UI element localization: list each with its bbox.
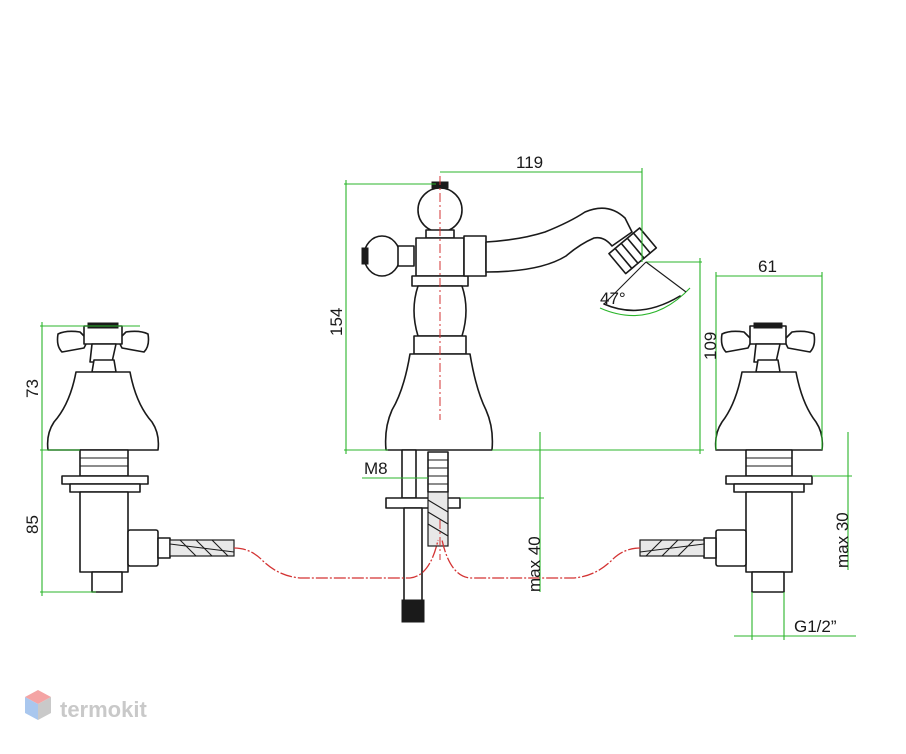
dim-spout-outlet-height: 109 (701, 332, 720, 360)
left-hose-path (233, 539, 439, 579)
right-valve-outlet-nut (639, 529, 747, 567)
swivel-arc (603, 295, 681, 312)
dim-connection-thread: G1/2” (794, 617, 837, 636)
spout-bell (384, 353, 494, 451)
left-valve-shank (61, 449, 149, 593)
right-cross-handle (720, 322, 816, 373)
spout-fixing (385, 449, 461, 623)
dimension-lines (40, 168, 856, 640)
left-valve (46, 322, 235, 593)
dim-stud-thread: M8 (364, 459, 388, 478)
spout-pipe (463, 207, 658, 277)
termokit-logo-icon (25, 690, 51, 720)
right-valve (639, 322, 824, 593)
spout-side-knob (361, 235, 415, 277)
termokit-logo: termokit (25, 690, 147, 722)
dim-left-valve-height: 73 (23, 379, 42, 398)
dim-handle-width: 61 (758, 257, 777, 276)
left-valve-bell (46, 371, 160, 451)
dim-swivel-angle: 47° (600, 289, 626, 308)
left-cross-handle (56, 322, 150, 373)
right-hose-path (441, 539, 641, 579)
dim-spout-shank-max: max 40 (525, 536, 544, 592)
dimension-labels: 119 61 154 109 73 85 max 40 max 30 M8 G1… (23, 153, 852, 636)
dim-spout-height-total: 154 (327, 308, 346, 336)
right-valve-bell (714, 371, 824, 451)
dim-spout-reach: 119 (516, 153, 543, 172)
spout-aerator (608, 227, 658, 275)
left-valve-outlet-nut (127, 529, 235, 567)
termokit-logo-text: termokit (60, 697, 147, 722)
central-spout (361, 181, 658, 623)
dim-left-valve-shank: 85 (23, 515, 42, 534)
right-valve-shank (725, 449, 813, 593)
spout-inlet-hose-braid (427, 491, 449, 547)
dim-right-valve-shank-max: max 30 (833, 512, 852, 568)
